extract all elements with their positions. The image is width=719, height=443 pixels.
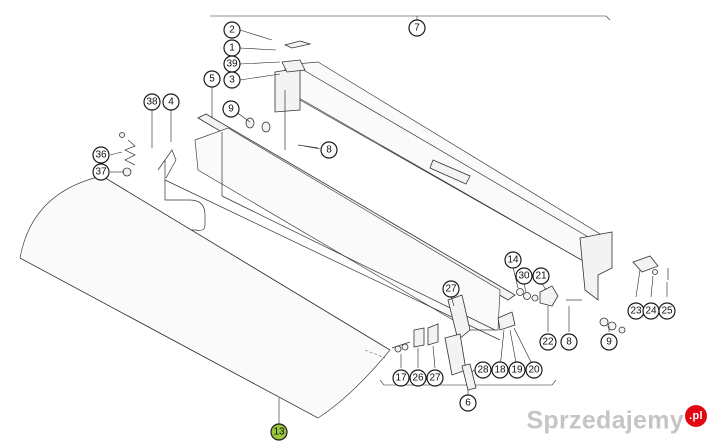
watermark-logo: Sprzedajemy.pl <box>526 404 707 435</box>
svg-text:28: 28 <box>477 365 489 376</box>
svg-text:4: 4 <box>168 97 174 108</box>
svg-text:30: 30 <box>518 271 530 282</box>
svg-text:27: 27 <box>445 284 457 295</box>
callout-24: 24 <box>642 302 660 320</box>
callout-9-lower: 9 <box>600 333 618 351</box>
callout-37: 37 <box>92 163 110 181</box>
callout-18: 18 <box>491 361 509 379</box>
svg-text:8: 8 <box>566 337 572 348</box>
callout-39: 39 <box>223 55 241 73</box>
svg-text:20: 20 <box>528 365 540 376</box>
svg-text:36: 36 <box>95 150 107 161</box>
svg-text:21: 21 <box>535 271 547 282</box>
watermark-brand: Sprzedajemy <box>526 406 684 434</box>
svg-text:1: 1 <box>229 43 235 54</box>
callout-30: 30 <box>515 267 533 285</box>
hood-assembly <box>274 40 613 301</box>
svg-text:3: 3 <box>229 75 235 86</box>
callout-7: 7 <box>408 19 426 37</box>
svg-text:9: 9 <box>228 104 234 115</box>
svg-text:25: 25 <box>661 306 673 317</box>
callout-5: 5 <box>203 70 221 88</box>
callout-23: 23 <box>627 302 645 320</box>
latch-parts <box>391 294 516 391</box>
svg-text:18: 18 <box>494 365 506 376</box>
svg-text:17: 17 <box>395 373 407 384</box>
svg-text:14: 14 <box>507 255 519 266</box>
svg-text:6: 6 <box>465 398 471 409</box>
svg-text:24: 24 <box>645 306 657 317</box>
handle-lever <box>157 149 501 341</box>
spring <box>119 132 136 177</box>
svg-text:39: 39 <box>226 59 238 70</box>
callout-19: 19 <box>508 361 526 379</box>
callout-22: 22 <box>539 333 557 351</box>
svg-text:9: 9 <box>606 337 612 348</box>
svg-text:37: 37 <box>95 167 107 178</box>
watermark-suffix: .pl <box>685 404 707 427</box>
svg-text:23: 23 <box>630 306 642 317</box>
callout-3: 3 <box>223 71 241 89</box>
svg-text:26: 26 <box>412 373 424 384</box>
callout-2: 2 <box>223 21 241 39</box>
svg-text:2: 2 <box>229 25 235 36</box>
callout-17: 17 <box>392 369 410 387</box>
callout-9-upper: 9 <box>222 100 240 118</box>
svg-text:19: 19 <box>511 365 523 376</box>
callout-1: 1 <box>223 39 241 57</box>
svg-text:8: 8 <box>326 145 332 156</box>
callout-20: 20 <box>525 361 543 379</box>
callout-25: 25 <box>658 302 676 320</box>
callout-6: 6 <box>459 394 477 412</box>
right-hardware <box>516 255 669 334</box>
callout-21: 21 <box>532 267 550 285</box>
leader-lines <box>109 29 668 424</box>
callout-26: 26 <box>409 369 427 387</box>
callout-14: 14 <box>504 251 522 269</box>
svg-text:22: 22 <box>542 337 554 348</box>
callout-8-lower: 8 <box>560 333 578 351</box>
svg-text:27: 27 <box>429 373 441 384</box>
callout-27-lower: 27 <box>426 369 444 387</box>
svg-text:38: 38 <box>146 97 158 108</box>
svg-text:5: 5 <box>209 74 215 85</box>
callout-36: 36 <box>92 146 110 164</box>
group-bracket-7 <box>210 15 611 21</box>
callout-4: 4 <box>162 93 180 111</box>
callout-13: 13 <box>270 423 288 441</box>
callout-38: 38 <box>143 93 161 111</box>
callout-27-upper: 27 <box>442 280 460 298</box>
callout-8-upper: 8 <box>320 141 338 159</box>
frame-plate <box>194 127 501 331</box>
callout-28: 28 <box>474 361 492 379</box>
svg-text:13: 13 <box>273 427 285 438</box>
svg-text:7: 7 <box>414 23 420 34</box>
